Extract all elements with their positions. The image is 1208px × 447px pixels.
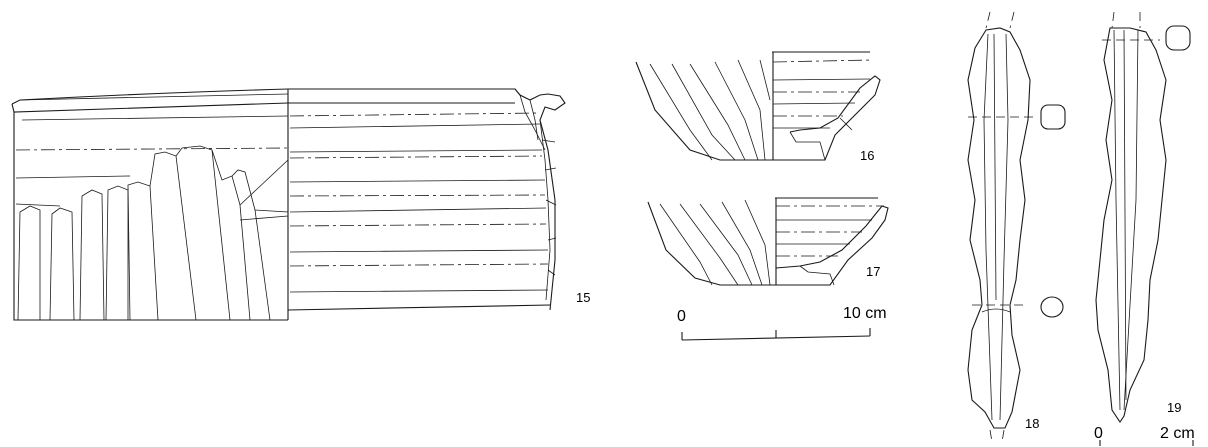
scale-bar-points-end-label: 2 cm bbox=[1160, 425, 1195, 442]
artifact-18-label: 18 bbox=[1025, 416, 1039, 431]
artifact-16-drawing: 16 bbox=[635, 51, 881, 163]
artifact-19-section bbox=[1165, 25, 1191, 51]
scale-bar-pottery: 0 10 cm bbox=[677, 305, 887, 341]
artifact-17-drawing: 17 bbox=[647, 197, 889, 286]
artifact-18-section-upper bbox=[1040, 104, 1066, 130]
artifact-18-section-lower bbox=[1040, 296, 1064, 318]
artifact-18-drawing: 18 bbox=[967, 11, 1066, 443]
artifact-16-label: 16 bbox=[860, 148, 874, 163]
scale-bar-points: 0 2 cm bbox=[1094, 425, 1195, 446]
scale-bar-points-start-label: 0 bbox=[1094, 425, 1103, 442]
artifact-19-drawing: 19 bbox=[1095, 11, 1191, 423]
artifact-19-label: 19 bbox=[1167, 400, 1181, 415]
artifact-15-label: 15 bbox=[576, 290, 590, 305]
artifact-15-drawing: 15 bbox=[11, 88, 590, 321]
scale-bar-pottery-start-label: 0 bbox=[677, 308, 686, 325]
scale-bar-pottery-end-label: 10 cm bbox=[843, 305, 887, 322]
artifact-17-label: 17 bbox=[866, 264, 880, 279]
